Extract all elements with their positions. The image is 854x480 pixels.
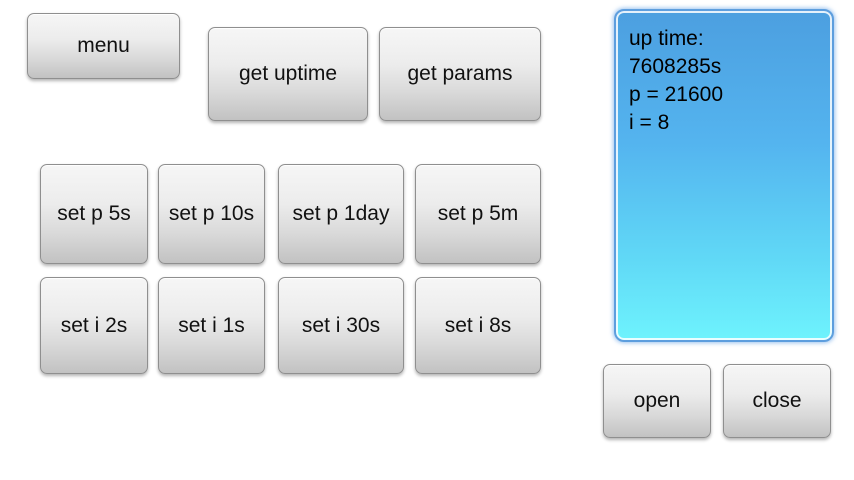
status-line-uptime-value: 7608285s [629, 55, 722, 78]
open-button[interactable]: open [603, 364, 711, 438]
status-panel: up time: 7608285s p = 21600 i = 8 [614, 9, 834, 342]
set-i-2s-button[interactable]: set i 2s [40, 277, 148, 374]
set-p-1day-button[interactable]: set p 1day [278, 164, 404, 264]
menu-button[interactable]: menu [27, 13, 180, 79]
set-i-8s-button[interactable]: set i 8s [415, 277, 541, 374]
set-p-5s-button[interactable]: set p 5s [40, 164, 148, 264]
get-params-button[interactable]: get params [379, 27, 541, 121]
status-line-uptime-label: up time: [629, 27, 704, 50]
set-p-10s-button[interactable]: set p 10s [158, 164, 265, 264]
close-button[interactable]: close [723, 364, 831, 438]
get-uptime-button[interactable]: get uptime [208, 27, 368, 121]
status-line-p-value: p = 21600 [629, 83, 724, 106]
set-i-1s-button[interactable]: set i 1s [158, 277, 265, 374]
set-i-30s-button[interactable]: set i 30s [278, 277, 404, 374]
status-line-i-value: i = 8 [629, 111, 670, 134]
set-p-5m-button[interactable]: set p 5m [415, 164, 541, 264]
